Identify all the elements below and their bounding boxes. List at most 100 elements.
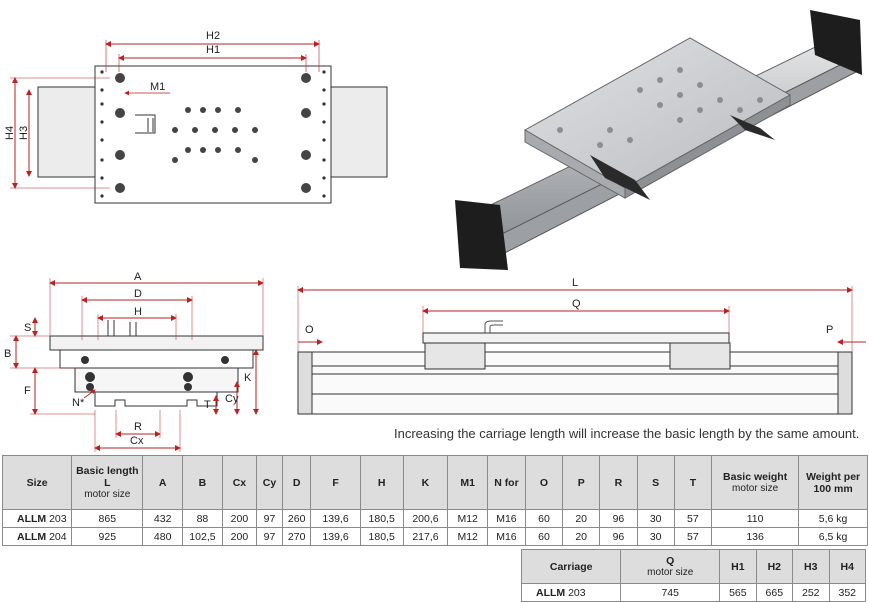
spec-cell: 260 — [282, 509, 312, 528]
dim-a: A — [134, 271, 142, 283]
carriage-header-label: Q — [666, 555, 675, 567]
spec-cell: 480 — [142, 527, 183, 546]
spec-cell: 200,6 — [402, 509, 449, 528]
dim-r: R — [134, 421, 142, 433]
spec-header-cell: N for — [487, 455, 526, 510]
carriage-cell: 252 — [792, 583, 830, 602]
spec-header-cell: S — [636, 455, 675, 510]
dim-l: L — [572, 277, 578, 289]
spec-cell: 30 — [636, 509, 675, 528]
model-name: ALLM — [17, 512, 47, 525]
spec-cell: 865 — [71, 509, 144, 528]
spec-header-label: Cy — [262, 476, 277, 489]
carriage-header-cell: H2 — [755, 549, 794, 584]
spec-cell: M16 — [487, 509, 526, 528]
spec-cell: M12 — [447, 527, 489, 546]
spec-header-label: Basic weight — [723, 471, 788, 483]
spec-cell: 97 — [255, 509, 284, 528]
dim-f: F — [24, 385, 31, 397]
spec-cell: 96 — [599, 509, 638, 528]
spec-header-sublabel: motor size — [84, 489, 131, 500]
carriage-length-note: Increasing the carriage length will incr… — [394, 426, 860, 441]
spec-header-label: T — [689, 476, 697, 489]
spec-header-sublabel: motor size — [732, 483, 779, 494]
spec-model-cell: ALLM 204 — [1, 527, 73, 546]
spec-header-label: F — [332, 476, 339, 489]
spec-cell: 102,5 — [181, 527, 223, 546]
dim-o: O — [305, 324, 314, 336]
carriage-cell: 665 — [755, 583, 794, 602]
carriage-cell: 565 — [719, 583, 757, 602]
model-size: 204 — [46, 530, 67, 543]
spec-cell: 57 — [673, 527, 713, 546]
model-name: ALLM — [17, 530, 47, 543]
spec-cell: 110 — [711, 509, 800, 528]
spec-cell: 200 — [221, 509, 257, 528]
spec-cell: 20 — [562, 527, 601, 546]
carriage-header-sublabel: motor size — [647, 567, 694, 578]
spec-header-label: Cx — [232, 476, 247, 489]
spec-header-label: P — [577, 476, 585, 489]
spec-header-label: O — [539, 476, 549, 489]
dim-s: S — [24, 322, 31, 334]
spec-header-label: A — [158, 476, 167, 489]
spec-cell: 60 — [524, 527, 564, 546]
spec-cell: 270 — [282, 527, 312, 546]
dim-k: K — [244, 372, 252, 384]
spec-cell: 96 — [599, 527, 638, 546]
carriage-header-label: Carriage — [549, 560, 593, 573]
spec-header-label: K — [421, 476, 430, 489]
carriage-header-cell: H4 — [828, 549, 866, 584]
spec-cell: 139,6 — [310, 509, 361, 528]
spec-header-cell: Weight per 100 mm — [798, 455, 868, 510]
spec-cell: 136 — [711, 527, 800, 546]
spec-header-cell: H — [359, 455, 404, 510]
spec-cell: 97 — [255, 527, 284, 546]
spec-cell: 6,5 kg — [798, 527, 868, 546]
spec-header-cell: B — [181, 455, 223, 510]
dim-h3: H3 — [18, 126, 30, 140]
carriage-header-label: H4 — [840, 560, 854, 573]
spec-header-cell: Cx — [221, 455, 257, 510]
spec-header-cell: F — [310, 455, 361, 510]
spec-header-label: Weight per 100 mm — [806, 470, 861, 495]
dim-cy: Cy — [225, 393, 239, 405]
spec-header-label: S — [652, 476, 660, 489]
spec-header-cell: Cy — [255, 455, 284, 510]
model-name: ALLM — [536, 586, 566, 599]
spec-header-label: Basic length L — [76, 465, 139, 489]
spec-cell: 180,5 — [359, 509, 404, 528]
spec-header-label: B — [198, 476, 207, 489]
dim-h: H — [134, 306, 142, 318]
spec-header-cell: M1 — [447, 455, 489, 510]
dim-h4: H4 — [4, 126, 16, 140]
spec-header-label: D — [292, 476, 301, 489]
spec-cell: 200 — [221, 527, 257, 546]
carriage-header-label: H2 — [767, 560, 782, 573]
spec-cell: 432 — [142, 509, 183, 528]
dim-h1: H1 — [206, 44, 220, 56]
dim-p: P — [826, 324, 833, 336]
spec-header-cell: T — [673, 455, 713, 510]
spec-header-cell: A — [142, 455, 183, 510]
spec-header-label: M1 — [460, 476, 475, 489]
dim-t: T — [204, 399, 211, 411]
spec-header-cell: D — [282, 455, 312, 510]
spec-cell: 88 — [181, 509, 223, 528]
spec-cell: 57 — [673, 509, 713, 528]
dim-h2: H2 — [206, 30, 220, 42]
model-size: 203 — [46, 512, 67, 525]
carriage-model-cell: ALLM 203 — [520, 583, 622, 602]
carriage-header-cell: Carriage — [520, 549, 622, 584]
carriage-cell: 352 — [828, 583, 866, 602]
spec-header-label: N for — [494, 476, 519, 489]
